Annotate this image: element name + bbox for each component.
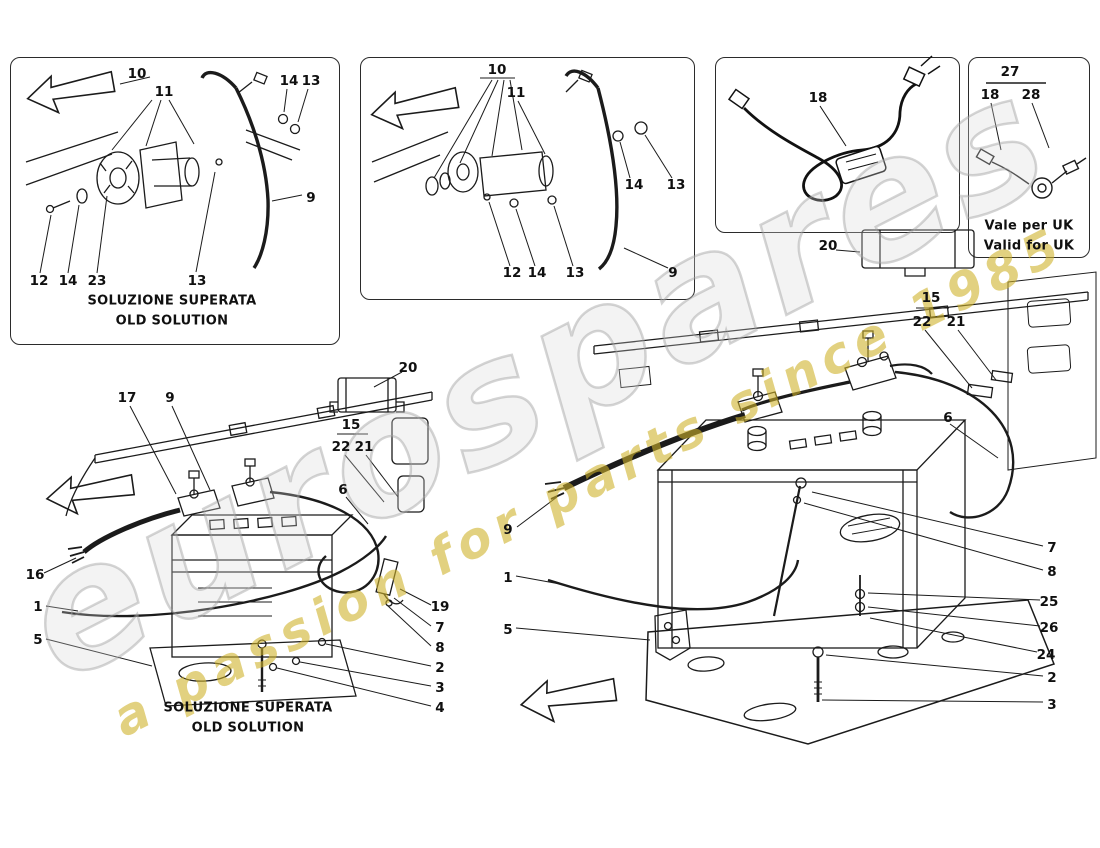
callout-14: 14	[279, 73, 299, 89]
callout-25: 25	[1039, 594, 1059, 610]
callout-1: 1	[503, 570, 513, 586]
panel-old-solution-fastener-a	[10, 57, 340, 345]
callout-17: 17	[117, 390, 137, 406]
callout-18: 18	[980, 87, 1000, 103]
direction-arrow-icon	[45, 473, 136, 516]
callout-9: 9	[306, 190, 316, 206]
callout-13: 13	[666, 177, 686, 193]
callout-3: 3	[1047, 697, 1057, 713]
callout-22: 22	[331, 439, 351, 455]
callout-7: 7	[435, 620, 445, 636]
assembly-new-art	[515, 229, 1097, 745]
parts-diagram-canvas: eurospares a passion for parts since 198…	[0, 34, 1097, 748]
panel-b-art	[370, 69, 673, 271]
panel-cable-18	[715, 57, 960, 233]
panel-c-art	[727, 55, 941, 202]
callout-14: 14	[624, 177, 644, 193]
callout-6: 6	[338, 482, 348, 498]
callout-2: 2	[435, 660, 445, 676]
callout-1: 1	[33, 599, 43, 615]
callout-3: 3	[435, 680, 445, 696]
callout-6: 6	[943, 410, 953, 426]
caption-old-solution-en: OLD SOLUTION	[115, 313, 229, 329]
callout-8: 8	[435, 640, 445, 656]
callout-13: 13	[565, 265, 585, 281]
direction-arrow-icon	[519, 677, 618, 723]
callout-12: 12	[29, 273, 49, 289]
callout-16: 16	[25, 567, 45, 583]
callout-12: 12	[502, 265, 522, 281]
callout-14: 14	[527, 265, 547, 281]
callout-13: 13	[187, 273, 207, 289]
callout-10: 10	[487, 62, 507, 78]
caption-uk-en: Valid for UK	[983, 238, 1075, 254]
callout-7: 7	[1047, 540, 1057, 556]
callout-5: 5	[503, 622, 513, 638]
callout-15: 15	[341, 417, 361, 433]
callout-5: 5	[33, 632, 43, 648]
callout-22: 22	[912, 314, 932, 330]
callout-20: 20	[398, 360, 418, 376]
panel-d-art	[975, 82, 1087, 199]
callout-8: 8	[1047, 564, 1057, 580]
diagram-line-art	[25, 55, 1097, 745]
callout-19: 19	[430, 599, 450, 615]
callout-13: 13	[301, 73, 321, 89]
callout-15: 15	[921, 290, 941, 306]
callout-26: 26	[1039, 620, 1059, 636]
callout-10: 10	[127, 66, 147, 82]
callout-11: 11	[506, 85, 526, 101]
callout-27: 27	[1000, 64, 1020, 80]
panel-fastener-b	[360, 57, 695, 300]
callout-23: 23	[87, 273, 107, 289]
callout-20: 20	[818, 238, 838, 254]
caption-old-solution-it: SOLUZIONE SUPERATA	[163, 700, 333, 716]
assembly-old-art	[43, 371, 433, 707]
panel-a-art	[25, 70, 309, 274]
callout-9: 9	[503, 522, 513, 538]
callout-24: 24	[1036, 647, 1056, 663]
caption-old-solution-it: SOLUZIONE SUPERATA	[87, 293, 257, 309]
callout-4: 4	[435, 700, 445, 716]
callout-21: 21	[354, 439, 374, 455]
callout-11: 11	[154, 84, 174, 100]
panel-uk-cable	[968, 57, 1090, 258]
direction-arrow-icon	[370, 86, 460, 131]
callout-2: 2	[1047, 670, 1057, 686]
caption-uk-it: Vale per UK	[984, 218, 1074, 234]
callout-21: 21	[946, 314, 966, 330]
callout-9: 9	[165, 390, 175, 406]
callout-18: 18	[808, 90, 828, 106]
direction-arrow-icon	[26, 70, 116, 115]
caption-old-solution-en: OLD SOLUTION	[191, 720, 305, 736]
callout-9: 9	[668, 265, 678, 281]
callout-28: 28	[1021, 87, 1041, 103]
callout-14: 14	[58, 273, 78, 289]
